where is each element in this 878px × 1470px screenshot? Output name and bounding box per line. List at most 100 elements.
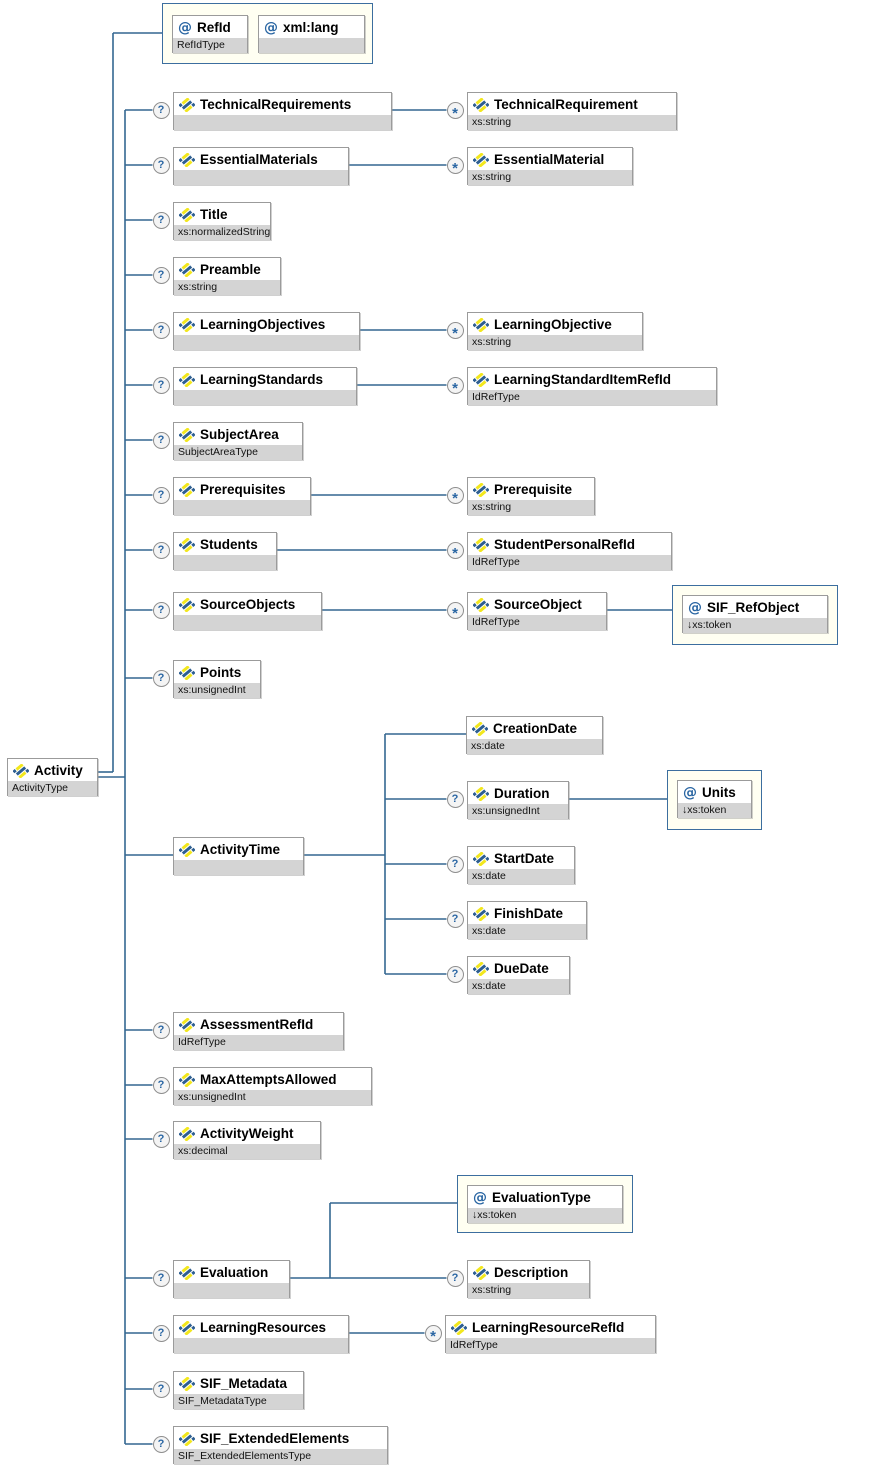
indicator-glyph: * <box>452 324 458 342</box>
element-icon <box>179 665 195 680</box>
attribute-label: xml:lang <box>283 20 339 35</box>
element-name-row: ActivityWeight <box>174 1122 320 1144</box>
repeat-indicator-icon: * <box>446 601 464 622</box>
element-icon <box>13 763 29 778</box>
element-label: AssessmentRefId <box>200 1017 314 1032</box>
element-icon <box>179 97 195 112</box>
element-name-row: SIF_ExtendedElements <box>174 1427 387 1449</box>
element-type <box>174 1338 348 1353</box>
indicator-glyph: ? <box>157 104 165 116</box>
indicator-glyph: * <box>452 604 458 622</box>
element-type: xs:string <box>468 115 676 130</box>
element-type: xs:string <box>468 1283 589 1298</box>
element-label: SIF_ExtendedElements <box>200 1431 350 1446</box>
element-type: xs:normalizedString <box>174 225 270 240</box>
element-SourceObjects[interactable]: SourceObjects <box>173 592 322 630</box>
indicator-glyph: * <box>452 379 458 397</box>
element-label: Preamble <box>200 262 261 277</box>
optional-indicator-icon: ? <box>152 321 170 339</box>
attribute-label: Units <box>702 785 736 800</box>
optional-indicator-icon: ? <box>152 1021 170 1039</box>
optional-indicator-icon: ? <box>152 1380 170 1398</box>
attribute-name-row: @SIF_RefObject <box>683 596 827 618</box>
attribute-Units[interactable]: @Units↓xs:token <box>677 780 752 818</box>
repeat-indicator-icon: * <box>446 156 464 177</box>
element-name-row: LearningStandardItemRefId <box>468 368 716 390</box>
element-type: xs:unsignedInt <box>468 804 568 819</box>
element-label: DueDate <box>494 961 549 976</box>
attribute-type: ↓xs:token <box>678 803 751 818</box>
element-type: xs:decimal <box>174 1144 320 1159</box>
element-icon <box>473 961 489 976</box>
element-name-row: EssentialMaterials <box>174 148 348 170</box>
indicator-glyph: * <box>452 159 458 177</box>
element-icon <box>179 1072 195 1087</box>
attribute-xml:lang[interactable]: @xml:lang <box>258 15 365 53</box>
element-label: TechnicalRequirements <box>200 97 352 112</box>
element-icon <box>179 317 195 332</box>
element-label: LearningResourceRefId <box>472 1320 625 1335</box>
indicator-glyph: ? <box>451 1272 459 1284</box>
element-type <box>174 615 321 630</box>
element-label: StartDate <box>494 851 555 866</box>
element-EssentialMaterials[interactable]: EssentialMaterials <box>173 147 349 185</box>
element-label: LearningStandardItemRefId <box>494 372 672 387</box>
element-icon <box>179 537 195 552</box>
element-TechnicalRequirements[interactable]: TechnicalRequirements <box>173 92 392 130</box>
element-ActivityTime[interactable]: ActivityTime <box>173 837 304 875</box>
element-LearningResources[interactable]: LearningResources <box>173 1315 349 1353</box>
element-label: SIF_Metadata <box>200 1376 288 1391</box>
element-Prerequisites[interactable]: Prerequisites <box>173 477 311 515</box>
element-LearningObjectives[interactable]: LearningObjectives <box>173 312 360 350</box>
element-type: xs:string <box>468 335 642 350</box>
attribute-SIF_RefObject[interactable]: @SIF_RefObject↓xs:token <box>682 595 828 633</box>
element-name-row: LearningResources <box>174 1316 348 1338</box>
attribute-type: ↓xs:token <box>683 618 827 633</box>
attribute-label: SIF_RefObject <box>707 600 800 615</box>
element-name-row: MaxAttemptsAllowed <box>174 1068 371 1090</box>
element-icon <box>179 1017 195 1032</box>
element-name-row: TechnicalRequirement <box>468 93 676 115</box>
indicator-glyph: ? <box>157 544 165 556</box>
repeat-indicator-icon: * <box>446 321 464 342</box>
indicator-glyph: * <box>452 544 458 562</box>
element-name-row: LearningStandards <box>174 368 356 390</box>
element-type: IdRefType <box>174 1035 343 1050</box>
optional-indicator-icon: ? <box>152 541 170 559</box>
element-type: xs:date <box>467 739 602 754</box>
element-LearningStandards[interactable]: LearningStandards <box>173 367 357 405</box>
element-name-row: SourceObject <box>468 593 606 615</box>
element-icon <box>179 482 195 497</box>
attribute-EvaluationType[interactable]: @EvaluationType↓xs:token <box>467 1185 623 1223</box>
indicator-glyph: ? <box>157 1327 165 1339</box>
element-Evaluation[interactable]: Evaluation <box>173 1260 290 1298</box>
element-Students[interactable]: Students <box>173 532 277 570</box>
element-label: Points <box>200 665 242 680</box>
